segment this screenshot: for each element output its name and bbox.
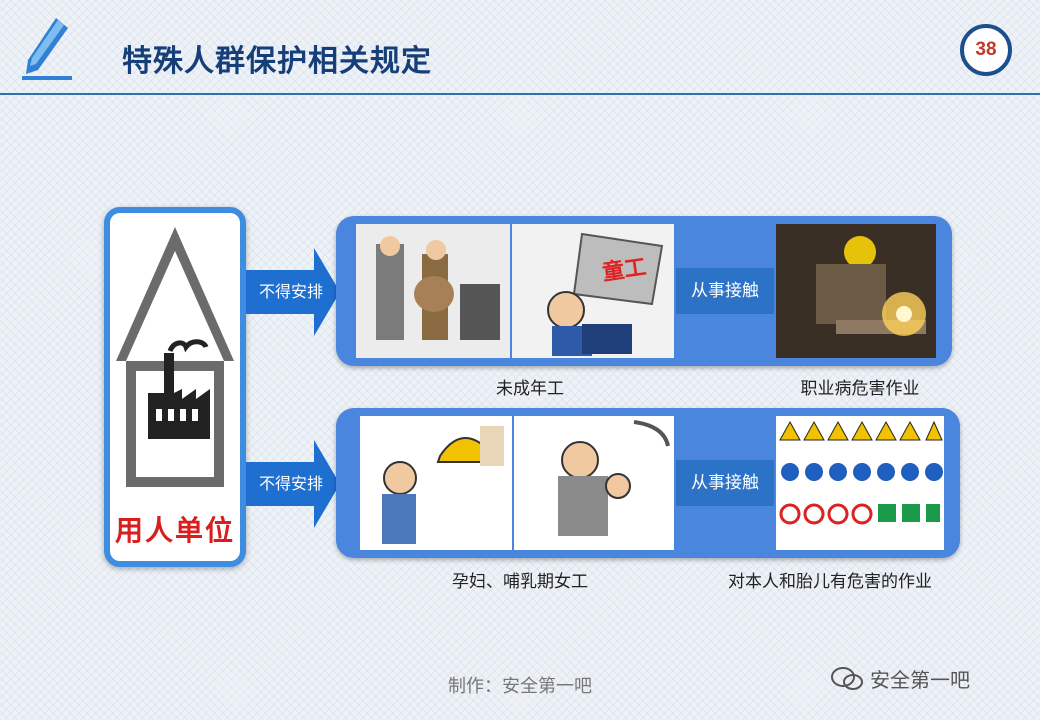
row-2-panel: 从事接触 [336, 408, 960, 558]
arrow-row-1: 不得安排 [246, 248, 340, 336]
connector-label: 从事接触 [676, 460, 774, 506]
arrow-row-2: 不得安排 [246, 440, 340, 528]
safety-signs-grid [776, 416, 944, 550]
page-title: 特殊人群保护相关规定 [122, 44, 432, 79]
header-divider [0, 93, 1040, 95]
wechat-icon [831, 666, 863, 690]
house-outline-icon [116, 227, 234, 487]
welder-photo [776, 224, 936, 358]
footer-credit: 制作：安全第一吧 [448, 676, 592, 697]
brand-name: 安全第一吧 [870, 668, 970, 692]
employer-label: 用人单位 [114, 514, 235, 547]
arrow-label: 不得安排 [258, 474, 323, 493]
mother-child-illustration [514, 416, 674, 550]
row-1-panel: 童工 从事接触 [336, 216, 952, 366]
child-labor-stamp: 童工 [600, 255, 648, 286]
connector-label: 从事接触 [676, 268, 774, 314]
employer-box: 用人单位 [104, 207, 246, 567]
caption-pregnant-nursing: 孕妇、哺乳期女工 [452, 572, 588, 592]
pencil-icon [18, 14, 78, 84]
caption-minors: 未成年工 [496, 379, 564, 399]
caption-occupational-hazard: 职业病危害作业 [800, 379, 920, 399]
factory-icon [148, 339, 210, 439]
helmet-refusal-illustration [360, 416, 512, 550]
page-number-badge: 38 [960, 24, 1012, 76]
brand-watermark: 安全第一吧 [830, 664, 970, 693]
child-labor-illustration: 童工 [512, 224, 674, 358]
caption-fetus-hazard: 对本人和胎儿有危害的作业 [728, 572, 932, 592]
boss-pregnant-worker-illustration [356, 224, 510, 358]
arrow-label: 不得安排 [258, 282, 323, 301]
